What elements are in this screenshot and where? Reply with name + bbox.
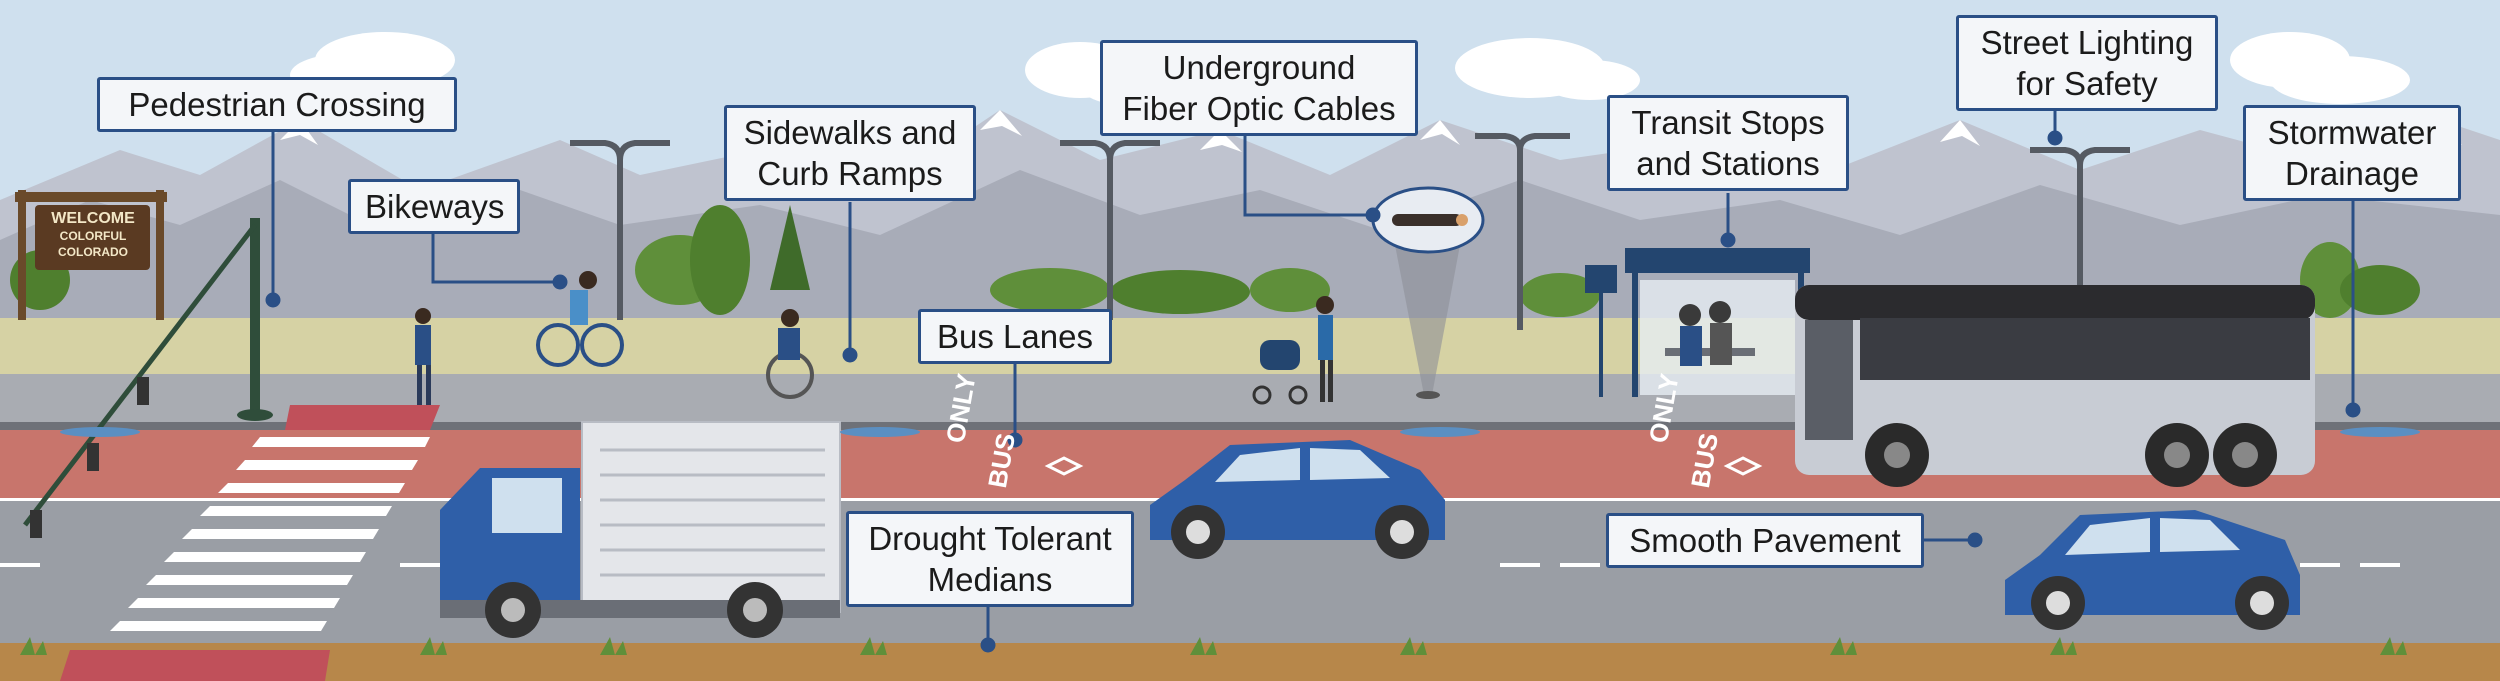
fiber-label-1: Underground [1162, 49, 1356, 86]
mountains-front [0, 170, 2500, 320]
traffic-signal [23, 218, 273, 538]
car-center [1150, 440, 1445, 559]
welcome-sign [15, 190, 167, 320]
leader-lines [265, 107, 2361, 653]
sign-line-1: WELCOME [51, 210, 135, 227]
transit-label-1: Transit Stops [1631, 104, 1825, 141]
bus [1795, 285, 2315, 487]
callout-drought-medians: Drought Tolerant Medians [846, 511, 1134, 607]
transit-label-2: and Stations [1636, 145, 1820, 182]
crosswalk [60, 405, 440, 681]
median-plants [20, 637, 2407, 655]
storm-drains [60, 427, 2420, 437]
pedestrian-crossing-label: Pedestrian Crossing [128, 86, 426, 123]
sidewalks-label-1: Sidewalks and [743, 114, 957, 151]
bus-lanes-label: Bus Lanes [937, 318, 1093, 355]
drought-label-2: Medians [927, 561, 1053, 598]
callout-sidewalks: Sidewalks and Curb Ramps [724, 105, 976, 201]
lighting-label-2: for Safety [2016, 65, 2158, 102]
box-truck [440, 421, 841, 638]
clouds [290, 32, 2410, 105]
welcome-sign-text: WELCOME COLORFUL COLORADO [38, 210, 148, 260]
diamond-markings [1044, 456, 1763, 476]
median [0, 643, 2500, 681]
people [415, 271, 1334, 405]
sidewalks-label-2: Curb Ramps [757, 155, 943, 192]
pavement-label: Smooth Pavement [1629, 522, 1901, 559]
callout-smooth-pavement: Smooth Pavement [1606, 513, 1924, 568]
stormwater-label-1: Stormwater [2267, 114, 2437, 151]
bus-shelter [1585, 248, 1810, 397]
lighting-label-1: Street Lighting [1980, 24, 2194, 61]
callout-bus-lanes: Bus Lanes [918, 309, 1112, 364]
street-lights [570, 133, 2130, 330]
fiber-optic-cable [1371, 186, 1485, 399]
callout-fiber-optic: Underground Fiber Optic Cables [1100, 40, 1418, 136]
callout-pedestrian-crossing: Pedestrian Crossing [97, 77, 457, 132]
bikeways-label: Bikeways [365, 188, 505, 225]
car-right [2005, 510, 2300, 630]
callout-street-lighting: Street Lighting for Safety [1956, 15, 2218, 111]
callout-stormwater: Stormwater Drainage [2243, 105, 2461, 201]
callout-bikeways: Bikeways [348, 179, 520, 234]
drought-label-1: Drought Tolerant [868, 520, 1112, 557]
sign-line-2: COLORFUL [59, 229, 127, 243]
sign-line-3: COLORADO [58, 245, 128, 259]
fiber-label-2: Fiber Optic Cables [1122, 90, 1396, 127]
stormwater-label-2: Drainage [2285, 155, 2419, 192]
curb [0, 422, 2500, 430]
callout-transit-stops: Transit Stops and Stations [1607, 95, 1849, 191]
